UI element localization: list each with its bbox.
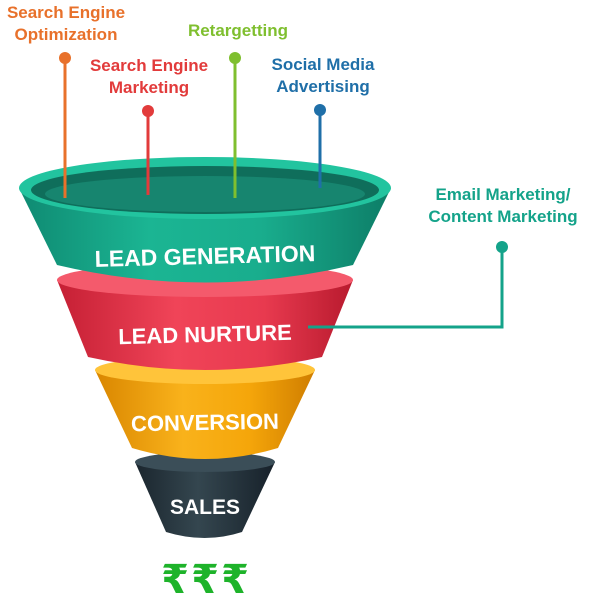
rupee-icon: ₹ [191, 557, 219, 603]
channel-label-email-content: Email Marketing/ Content Marketing [420, 184, 586, 228]
channel-label-line: Advertising [276, 77, 370, 96]
rupee-icon: ₹ [221, 557, 249, 603]
channel-label-line: Email Marketing/ [435, 185, 571, 204]
email-pin [496, 241, 508, 253]
stage-label-lead-generation: LEAD GENERATION [94, 240, 315, 272]
sem-pin [142, 105, 154, 117]
channel-label-line: Marketing [108, 78, 190, 97]
stage-label-sales: SALES [170, 496, 240, 519]
stage-conversion [95, 356, 315, 459]
connectors [59, 52, 508, 329]
channel-label-line: Social Media [271, 55, 375, 74]
stage-lead-generation [19, 157, 391, 283]
channel-label-retargetting: Retargetting [178, 20, 298, 42]
channel-label-line: Search Engine [89, 56, 209, 75]
retargetting-pin [229, 52, 241, 64]
channel-label-sem: Search Engine Marketing [84, 55, 214, 99]
email-connector-line [308, 247, 504, 329]
rupee-icon: ₹ [161, 557, 189, 603]
stage-label-lead-nurture: LEAD NURTURE [118, 320, 292, 350]
seo-pin [59, 52, 71, 64]
channel-label-line: Retargetting [187, 21, 289, 40]
currency-symbols: ₹ ₹ ₹ [161, 557, 249, 603]
channel-label-social-media: Social Media Advertising [262, 54, 384, 98]
stage-sales [135, 452, 275, 538]
social-pin [314, 104, 326, 116]
channel-label-line: Content Marketing [428, 207, 578, 226]
stage-label-conversion: CONVERSION [131, 409, 279, 437]
channel-label-seo: Search Engine Optimization [0, 2, 132, 46]
channel-label-line: Optimization [14, 25, 118, 44]
channel-label-line: Search Engine [6, 3, 126, 22]
